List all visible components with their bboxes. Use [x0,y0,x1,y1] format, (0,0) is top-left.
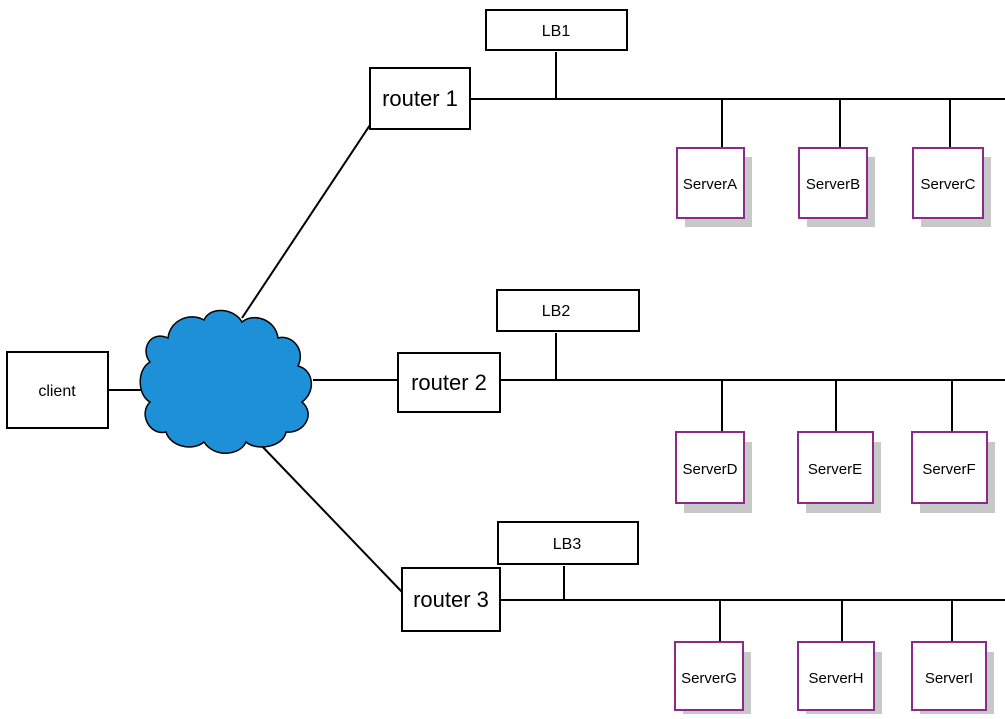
server-i: ServerI [911,641,994,714]
router-3-label: router 3 [413,587,489,612]
network-cloud-icon [139,309,312,454]
server-d: ServerD [675,431,752,513]
server-c-label: ServerC [920,176,975,193]
server-d-label: ServerD [682,461,737,478]
server-c: ServerC [912,147,991,227]
server-g: ServerG [674,641,751,714]
server-g-label: ServerG [681,670,737,687]
cloud-router3-link [257,441,403,593]
lb1-box [485,9,628,51]
lb3-box [497,521,639,565]
router-2-label: router 2 [411,370,487,395]
server-a: ServerA [676,147,752,227]
cloud-router1-link [241,121,373,319]
server-f-label: ServerF [922,461,975,478]
server-i-label: ServerI [925,670,973,687]
server-e: ServerE [797,431,881,513]
router-1-box [369,67,471,130]
server-f: ServerF [911,431,995,513]
server-b: ServerB [798,147,875,227]
router-1-label: router 1 [382,86,458,111]
lb3-label: LB3 [553,536,582,553]
server-h: ServerH [797,641,882,714]
lb1-label: LB1 [542,23,571,40]
router-3-box [401,567,501,632]
router-2-box [397,352,501,413]
lb2-label: LB2 [542,303,571,320]
server-e-label: ServerE [808,461,862,478]
client-box [6,351,109,429]
lb2-box [496,289,640,332]
server-h-label: ServerH [808,670,863,687]
server-b-label: ServerB [806,176,860,193]
server-a-label: ServerA [683,176,737,193]
client-label: client [38,383,76,400]
